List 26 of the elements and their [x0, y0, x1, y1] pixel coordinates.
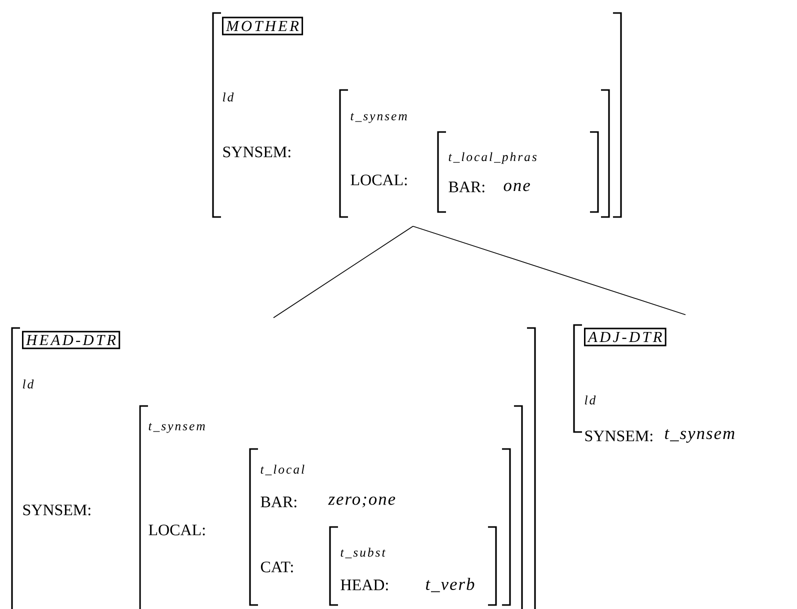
feature-name: LOCAL:	[350, 174, 407, 186]
type-label: t_subst	[340, 548, 386, 558]
type-label: ld	[22, 380, 34, 388]
feature-name: LOCAL:	[148, 524, 205, 536]
feature-name: BAR:	[448, 182, 484, 192]
feature-value: one	[504, 182, 530, 192]
feature-name: SYNSEM:	[223, 146, 290, 158]
type-label: t_synsem	[350, 113, 407, 123]
type-label: t_local_phras	[448, 152, 536, 164]
feature-name: SYNSEM:	[23, 504, 90, 516]
feature-value: zero;one	[328, 496, 396, 508]
feature-name: BAR:	[260, 496, 296, 508]
tag-box: HEAD-DTR	[22, 330, 120, 350]
type-label: t_local	[260, 464, 304, 476]
type-label: t_synsem	[148, 423, 205, 433]
feature-value: t_synsem	[665, 429, 734, 443]
tree-branch	[412, 226, 686, 316]
tag-box: ADJ-DTR	[584, 328, 666, 346]
feature-name: HEAD:	[340, 580, 388, 590]
type-label: ld	[222, 92, 234, 102]
feature-name: CAT:	[260, 562, 293, 572]
feature-name: SYNSEM:	[585, 430, 652, 442]
tag-box: MOTHER	[222, 16, 304, 36]
feature-value: t_verb	[426, 578, 474, 592]
type-label: ld	[584, 396, 596, 404]
tree-branch	[273, 226, 414, 318]
